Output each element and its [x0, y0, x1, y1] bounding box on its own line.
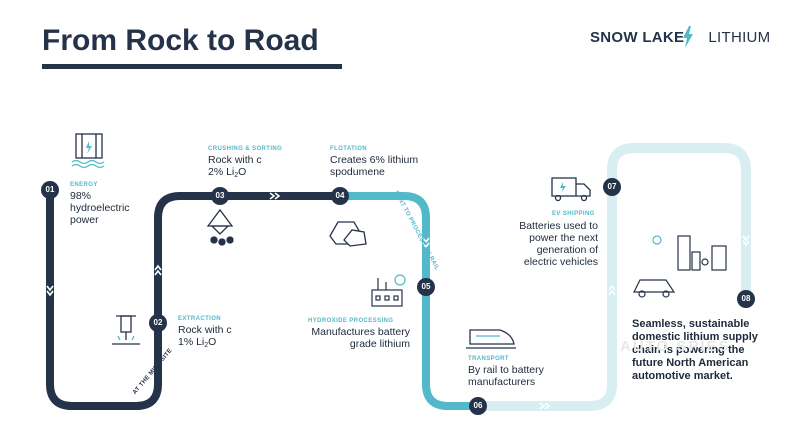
jackhammer-icon: [112, 315, 140, 345]
brand-name-light: LITHIUM: [708, 29, 771, 46]
step-02-category: EXTRACTION: [178, 316, 221, 322]
path-segment-shipping: [475, 143, 751, 411]
step-node-02: 02: [149, 314, 167, 332]
step-02-text: Rock with c 1% Li2O: [178, 324, 248, 352]
step-node-01: 01: [41, 181, 59, 199]
step-01-text: 98% hydroelectric power: [70, 190, 130, 226]
step-node-04: 04: [331, 187, 349, 205]
step-07-category: EV SHIPPING: [552, 211, 595, 217]
brand-logo: SNOW LAKE LITHIUM: [590, 29, 770, 46]
factory-icon: [371, 274, 406, 307]
rocks-icon: [329, 221, 367, 247]
step-03-text-sub: 2: [234, 172, 239, 179]
train-icon: [466, 329, 516, 349]
step-07-text: Batteries used to power the next generat…: [519, 220, 598, 268]
truck-icon: [551, 177, 591, 202]
step-05-text: Manufactures battery grade lithium: [311, 326, 410, 350]
step-node-03: 03: [211, 187, 229, 205]
path-segment-rail: [336, 192, 484, 410]
lightning-bolt-icon: [683, 26, 693, 48]
step-03-text: Rock with c 2% Li2O: [208, 154, 278, 182]
title-underline: [42, 64, 342, 69]
step-02-text-main: Rock with c 1% Li: [178, 324, 232, 348]
step-06-text: By rail to battery manufacturers: [468, 364, 544, 388]
step-03-text-main: Rock with c 2% Li: [208, 154, 262, 178]
path-segment-mine: [46, 186, 344, 410]
step-06-category: TRANSPORT: [468, 356, 509, 362]
city-car-icon: [633, 235, 727, 298]
watermark: AUTO SPIES: [620, 338, 731, 355]
step-04-category: FLOTATION: [330, 146, 368, 152]
step-01-category: ENERGY: [70, 182, 98, 188]
step-08-text: Seamless, sustainable domestic lithium s…: [632, 318, 758, 382]
page-title: From Rock to Road: [42, 24, 319, 57]
step-04-text: Creates 6% lithium spodumene: [330, 154, 419, 178]
step-02-text-sub: 2: [204, 342, 209, 349]
step-02-text-end: O: [208, 336, 217, 348]
dam-icon: [71, 133, 105, 169]
step-03-text-end: O: [238, 166, 247, 178]
step-node-07: 07: [603, 178, 621, 196]
brand-name-bold: SNOW LAKE: [590, 29, 685, 46]
crusher-icon: [206, 208, 234, 246]
flow-arrows: [46, 192, 750, 410]
step-node-08: 08: [737, 290, 755, 308]
step-03-category: CRUSHING & SORTING: [208, 146, 283, 152]
step-05-category: HYDROXIDE PROCESSING: [308, 318, 394, 324]
step-node-06: 06: [469, 397, 487, 415]
step-node-05: 05: [417, 278, 435, 296]
